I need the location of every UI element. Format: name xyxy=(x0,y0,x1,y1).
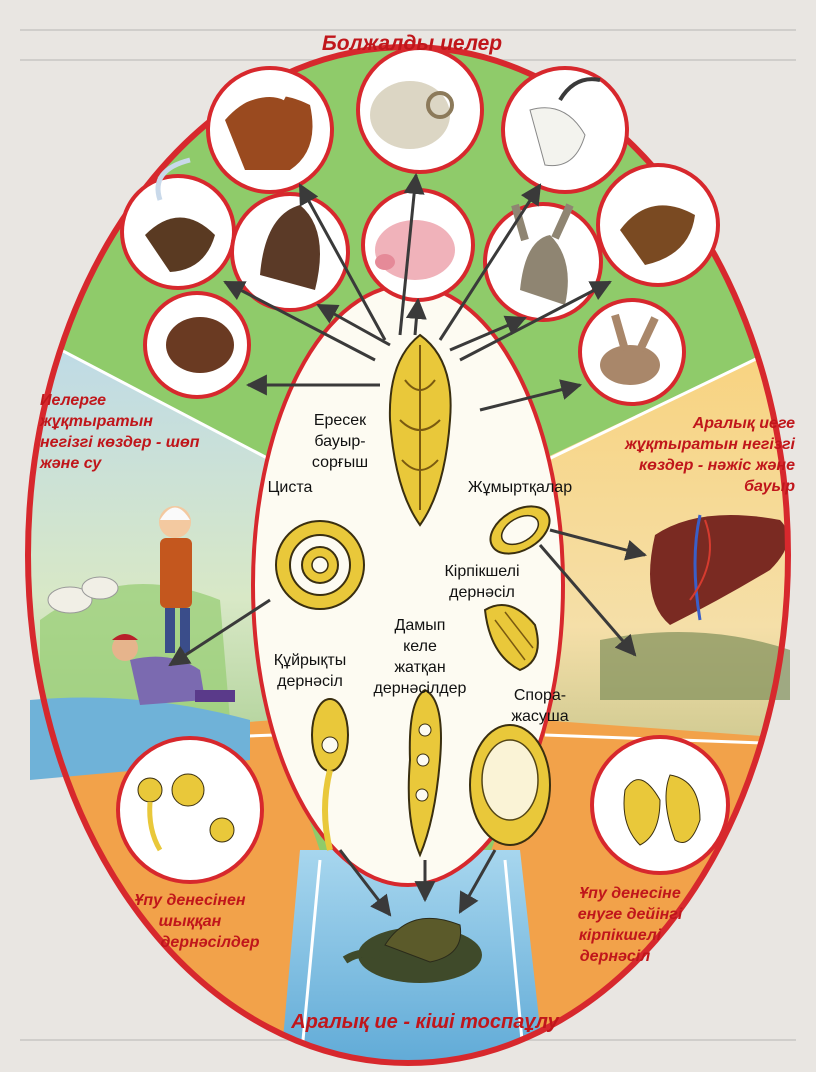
goat-icon xyxy=(501,66,629,194)
bottom-right-label-1: Ұпу денесіне xyxy=(579,885,681,902)
label-tailed-1: Құйрықты xyxy=(274,652,346,669)
arrows-to-hosts xyxy=(223,172,612,412)
label-cyst: Циста xyxy=(268,479,313,496)
hare-icon xyxy=(578,298,686,406)
bottom-left-label-2: шыққан xyxy=(159,913,222,930)
label-sporocyst-1: Спора- xyxy=(514,687,566,704)
bottom-left-label-3: дернәсілдер xyxy=(161,934,260,951)
moose-icon xyxy=(120,157,236,290)
outer-oval-border xyxy=(25,44,791,1066)
bottom-right-label-4: дернәсіл xyxy=(580,948,650,965)
arrows-lifecycle xyxy=(168,528,648,917)
sporocyst-icon xyxy=(469,724,551,846)
label-sporocyst-2: жасуша xyxy=(511,708,568,725)
label-developing-4: дернәсілдер xyxy=(374,680,467,697)
bottom-left-label-1: Ұпу денесінен xyxy=(134,892,245,909)
left-sector-label-2: жұқтыратын xyxy=(39,413,153,430)
liver-icon xyxy=(650,514,788,625)
adult-fluke-icon xyxy=(388,333,452,527)
kneeling-man-figure xyxy=(112,634,235,705)
label-developing-2: келе xyxy=(403,638,437,655)
cyst-icon xyxy=(275,520,365,610)
stage-labels: Ересек бауыр- сорғыш Циста Жұмыртқалар К… xyxy=(268,412,573,725)
right-sector-label-4: бауыр xyxy=(744,478,795,495)
right-sector-label-1: Аралық иеге xyxy=(692,415,795,432)
title-definitive-hosts: Болжалды иелер xyxy=(322,32,502,55)
sheep-figures xyxy=(47,576,119,614)
beaver-icon xyxy=(143,291,251,399)
cercariae-circle-icon xyxy=(116,736,264,884)
host-animals xyxy=(120,46,720,406)
donkey-icon xyxy=(483,202,603,322)
label-ciliated-2: дернәсіл xyxy=(449,584,515,601)
label-developing-1: Дамып xyxy=(395,617,446,634)
sector-labels: Болжалды иелер Иелерге жұқтыратын негізг… xyxy=(39,32,796,1033)
bottom-right-label-2: енуге дейінгі xyxy=(578,906,683,923)
title-intermediate-host: Аралық ие - кіші тоспаұлу xyxy=(290,1011,559,1033)
egg-icon xyxy=(489,505,551,555)
camel-icon xyxy=(596,163,720,287)
label-developing-3: жатқан xyxy=(394,659,445,676)
label-adult-1: Ересек xyxy=(314,412,367,429)
left-sector-label-3: негізгі көздер - шөп xyxy=(40,434,200,451)
pig-icon xyxy=(361,188,475,302)
right-scene xyxy=(600,514,790,700)
left-sector-label-1: Иелерге xyxy=(40,392,106,409)
miracidia-circle-icon xyxy=(590,735,730,875)
cow-icon xyxy=(206,66,334,194)
right-sector-label-3: көздер - нәжіс және xyxy=(639,457,795,474)
right-sector-label-2: жұқтыратын негізгі xyxy=(624,436,796,453)
standing-man-figure xyxy=(159,506,192,653)
redia-icon xyxy=(407,688,442,858)
label-adult-2: бауыр- xyxy=(314,433,365,450)
sheep-icon xyxy=(356,46,484,174)
label-ciliated-1: Кірпікшелі xyxy=(444,563,519,580)
cercaria-icon xyxy=(311,698,349,851)
horse-icon xyxy=(230,192,350,312)
miracidium-icon xyxy=(483,604,539,672)
snail-icon xyxy=(342,917,482,983)
bottom-right-label-3: кірпікшелі xyxy=(579,927,662,944)
left-sector-label-4: және су xyxy=(39,455,102,472)
label-tailed-2: дернәсіл xyxy=(277,673,343,690)
label-eggs: Жұмыртқалар xyxy=(468,479,572,496)
organisms xyxy=(116,333,730,983)
label-adult-3: сорғыш xyxy=(312,454,368,471)
